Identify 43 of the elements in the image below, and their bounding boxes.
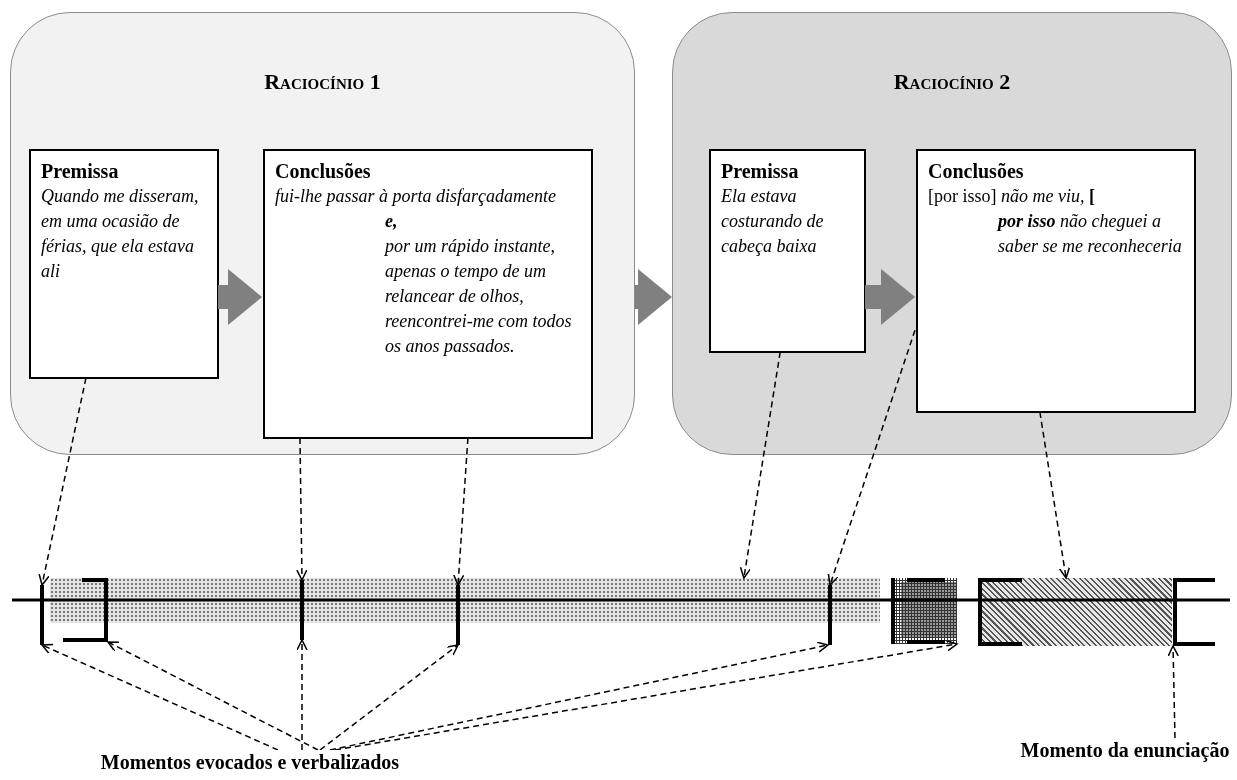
dashed-arrow — [1167, 645, 1179, 739]
reasoning-panel — [10, 12, 635, 455]
time-tick — [828, 585, 832, 645]
interval-bracket — [63, 578, 108, 642]
dashed-arrow — [296, 437, 308, 581]
box-heading: Premissa — [721, 159, 800, 184]
panel-title: Raciocínio 2 — [892, 69, 1012, 94]
dashed-arrow — [334, 640, 958, 751]
dashed-arrow — [38, 377, 87, 586]
block-arrow — [865, 268, 915, 325]
premise-box — [709, 149, 866, 353]
time-tick — [300, 580, 304, 640]
box-text: por isso não cheguei a saber se me reconheceria — [996, 210, 1183, 258]
box-text: por um rápido instante, apenas o tempo de um relancear de olhos, reencontrei-me com todos os anos passados. — [383, 235, 573, 358]
box-heading: Premissa — [41, 159, 120, 184]
block-arrow — [218, 269, 262, 326]
box-text: e, — [384, 210, 399, 233]
interval-bracket — [1173, 578, 1215, 646]
dashed-arrow — [452, 437, 469, 586]
dashed-arrow — [107, 641, 319, 751]
conclusion-box — [263, 149, 593, 439]
box-text: Ela estava costurando de cabeça baixa — [721, 185, 825, 258]
dashed-arrow — [329, 641, 829, 751]
conclusion-box — [916, 149, 1196, 413]
time-tick — [40, 585, 44, 645]
premise-box — [29, 149, 219, 379]
reasoning-panel — [672, 12, 1232, 455]
hatched-band — [978, 578, 1172, 646]
dashed-arrow — [296, 639, 308, 751]
dashed-arrow — [1039, 411, 1071, 579]
box-text: [por isso] não me viu, [ — [928, 185, 1096, 208]
dashed-arrow — [827, 329, 916, 586]
time-tick — [456, 585, 460, 645]
box-text: Quando me disseram, em uma ocasião de férias, que ela estava ali — [41, 185, 200, 283]
panel-title: Raciocínio 1 — [263, 69, 382, 94]
dashed-arrow — [739, 351, 781, 579]
dashed-arrow — [41, 643, 279, 751]
box-text: fui-lhe passar à porta disfarçadamente — [275, 185, 557, 208]
dashed-arrow — [319, 644, 459, 751]
box-heading: Conclusões — [928, 159, 1025, 184]
block-arrow — [635, 269, 672, 325]
shaded-block — [891, 578, 957, 644]
box-heading: Conclusões — [275, 159, 372, 184]
